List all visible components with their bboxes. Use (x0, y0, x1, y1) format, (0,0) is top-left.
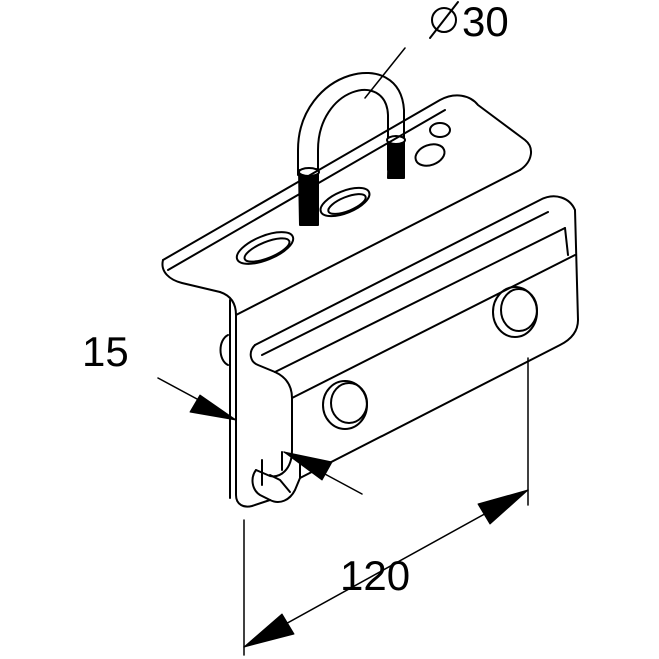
channel-profile (249, 195, 579, 503)
dimension-length: 120 (243, 357, 529, 656)
slot-hole (235, 231, 295, 265)
top-flange (161, 94, 532, 293)
diameter-value: 30 (462, 0, 509, 45)
round-hole (492, 286, 538, 338)
round-hole (322, 380, 368, 430)
round-hole (429, 122, 451, 138)
dimension-thickness: 15 (82, 328, 363, 495)
u-bolt (297, 71, 406, 226)
dimension-diameter: 30 (364, 0, 509, 99)
length-value: 120 (340, 552, 410, 599)
thickness-value: 15 (82, 328, 129, 375)
slot-hole (319, 186, 371, 218)
vertical-plate (219, 169, 521, 508)
round-hole (414, 143, 446, 167)
